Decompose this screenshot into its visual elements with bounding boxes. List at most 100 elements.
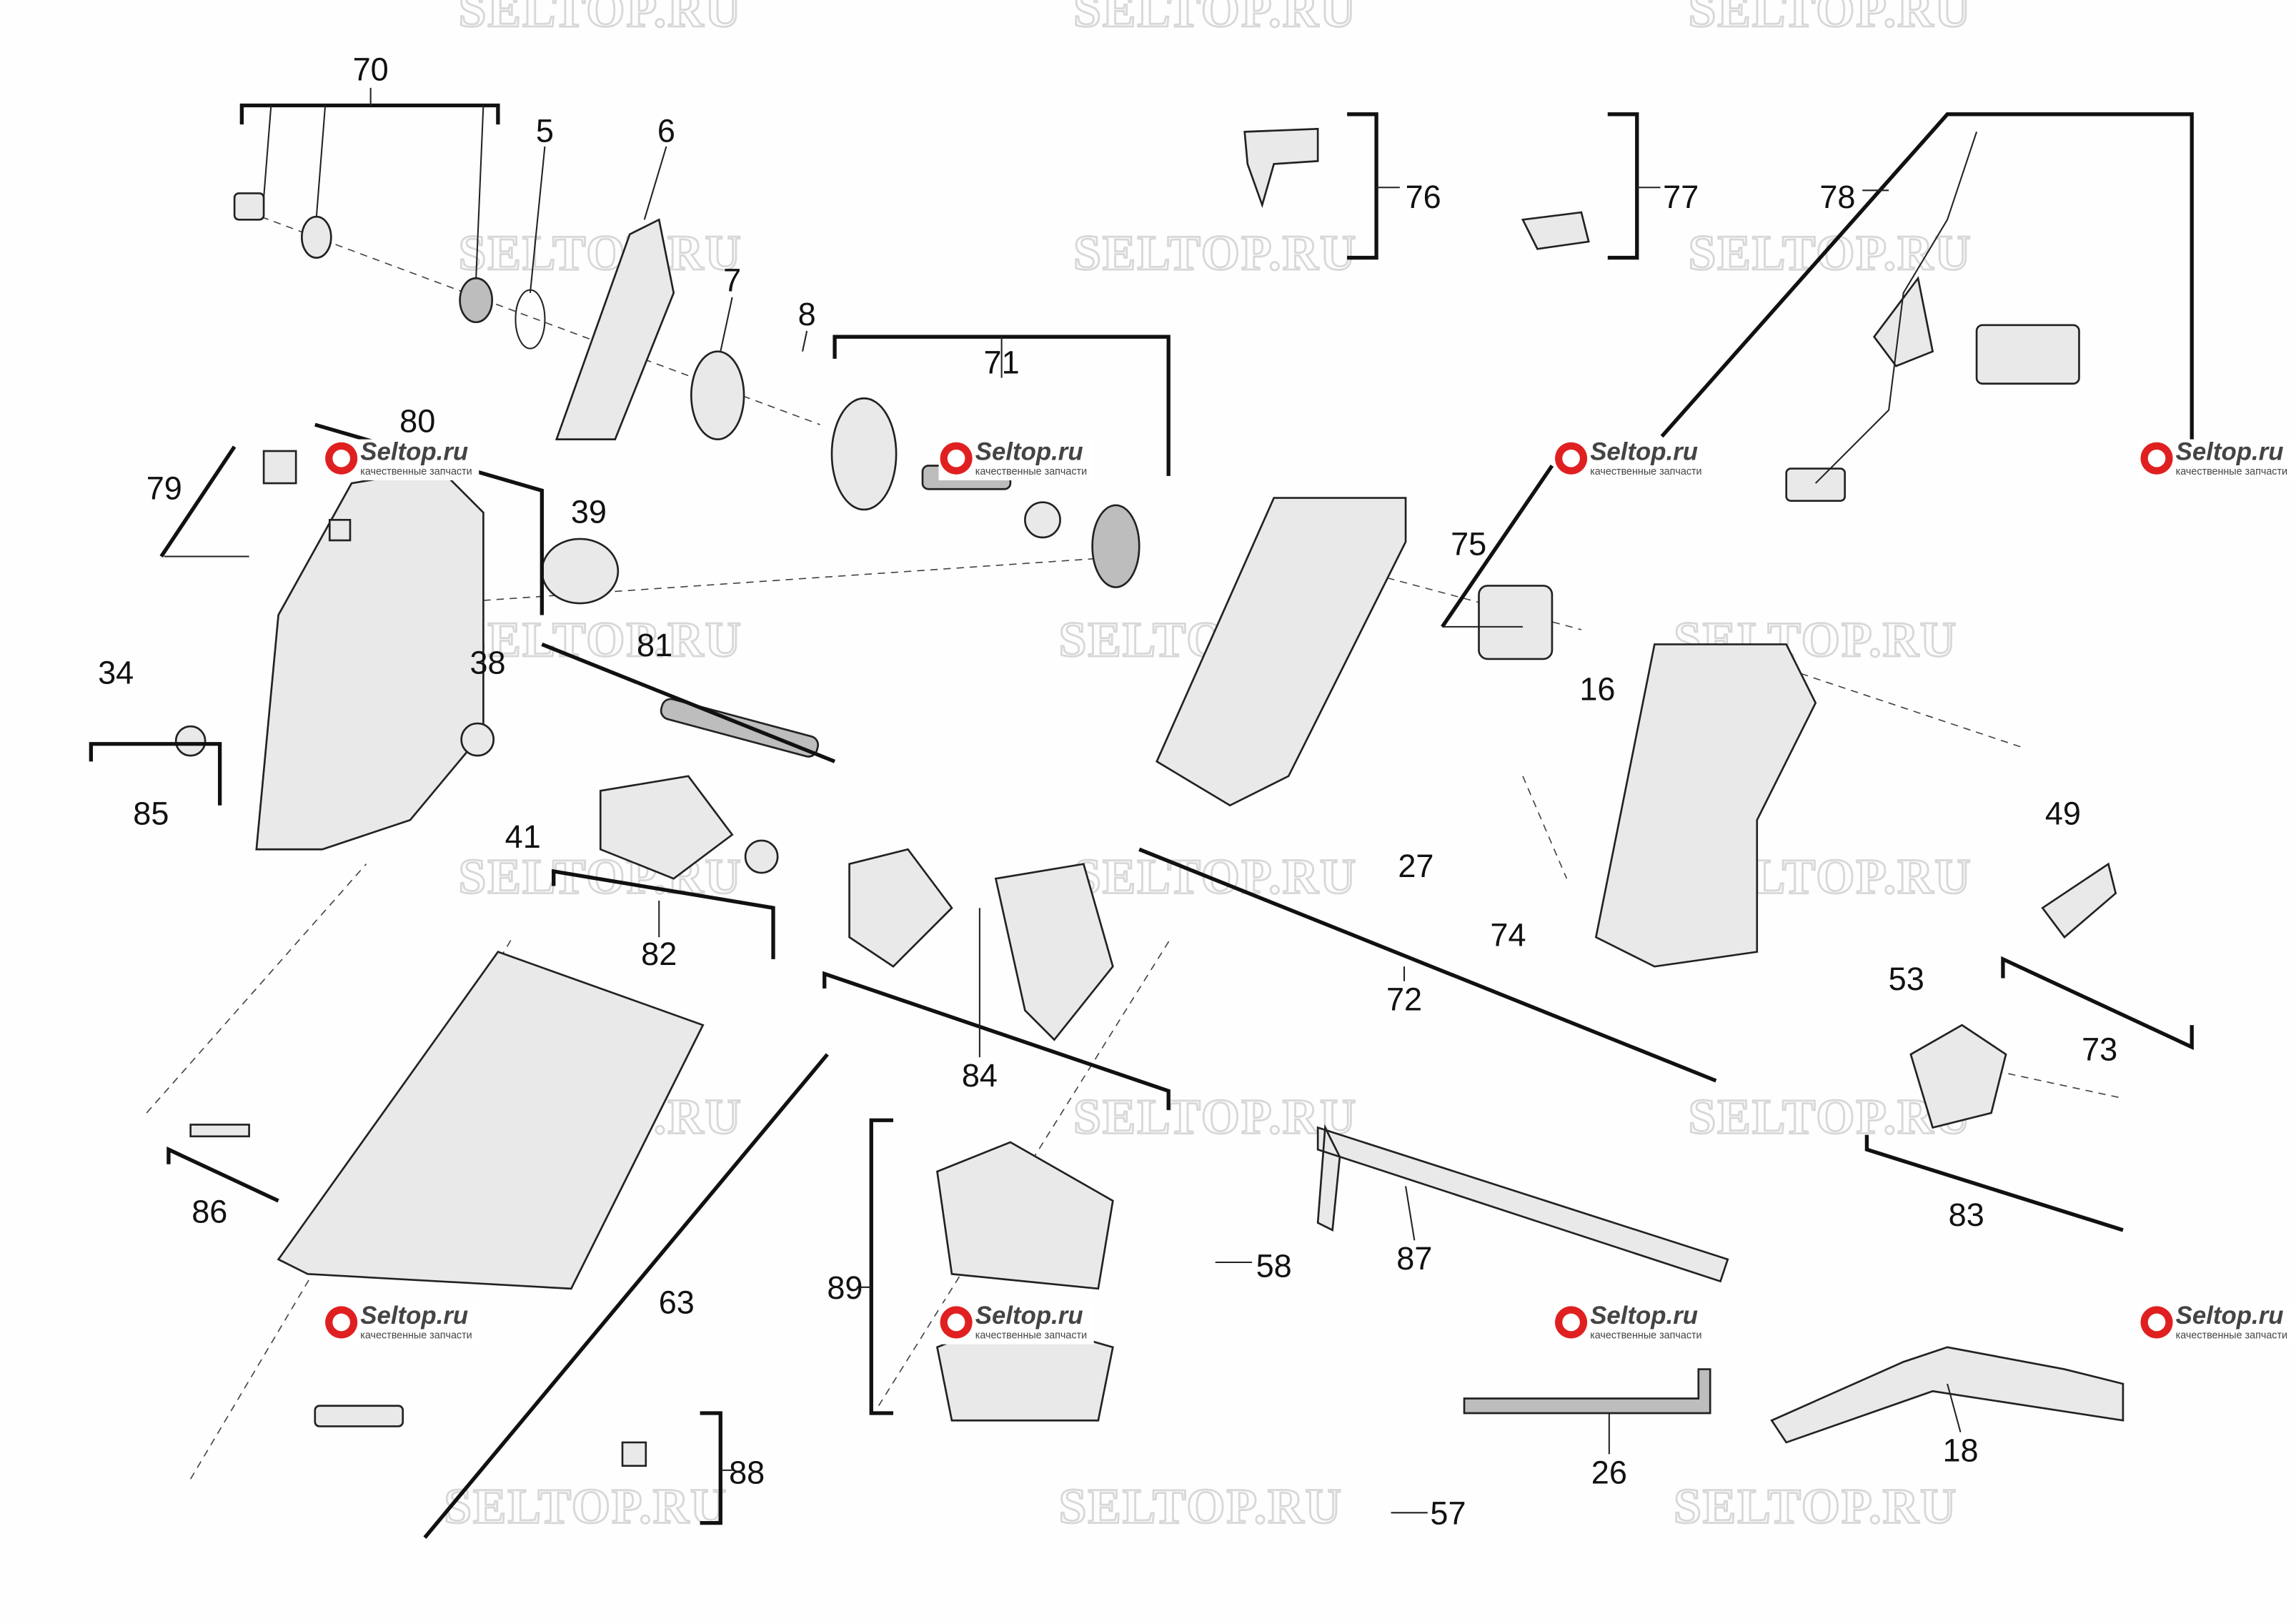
screw-part	[189, 1124, 250, 1138]
bevel-lever-part	[314, 1405, 404, 1427]
part-label-71: 71	[984, 344, 1020, 380]
gear-part	[1091, 504, 1140, 588]
blade-guard-part	[555, 218, 675, 440]
stator-part	[848, 848, 953, 968]
part-label-80: 80	[399, 402, 435, 439]
cover-part	[1909, 1024, 2007, 1129]
switch-assembly-part	[1478, 585, 1554, 660]
part-label-58: 58	[1256, 1247, 1292, 1284]
switch-part	[262, 450, 297, 485]
part-label-78: 78	[1819, 179, 1855, 215]
watermark: SELTOP.RU	[1059, 1480, 1343, 1535]
part-label-72: 72	[1386, 981, 1422, 1018]
parts	[174, 127, 2124, 1467]
parallel-guide-part	[1316, 1124, 1729, 1283]
part-label-75: 75	[1451, 525, 1486, 562]
part-label-89: 89	[827, 1269, 863, 1306]
part-label-88: 88	[729, 1454, 765, 1490]
watermark: SELTOP.RU	[1073, 1090, 1357, 1145]
bearing-part	[744, 839, 779, 874]
watermark: SELTOP.RU	[1689, 226, 1972, 281]
part-label-73: 73	[2082, 1031, 2117, 1067]
watermark: SELTOP.RU	[459, 0, 742, 38]
part-label-6: 6	[657, 113, 675, 149]
part-number-labels: 70 5 6 7 8 71 76 77 78 80 79 39 75 81 38…	[98, 51, 2117, 1532]
battery-terminal-part	[1975, 324, 2080, 385]
part-label-49: 49	[2045, 795, 2081, 831]
battery-housing-top-part	[936, 1141, 1114, 1290]
svg-text:качественные запчасти: качественные запчасти	[975, 1330, 1087, 1342]
part-label-41: 41	[505, 818, 541, 855]
motor-bracket-part	[994, 863, 1114, 1041]
svg-text:Seltop.ru: Seltop.ru	[2176, 1302, 2284, 1330]
part-label-16: 16	[1579, 670, 1615, 707]
part-label-8: 8	[798, 296, 816, 332]
part-label-18: 18	[1942, 1432, 1978, 1469]
part-label-74: 74	[1490, 916, 1526, 953]
watermark: SELTOP.RU	[1073, 226, 1357, 281]
part-label-57: 57	[1430, 1495, 1466, 1532]
part-label-86: 86	[192, 1194, 227, 1230]
part-label-85: 85	[133, 795, 169, 831]
watermark: SELTOP.RU	[459, 613, 742, 668]
part-label-7: 7	[723, 262, 741, 299]
part-label-39: 39	[571, 493, 607, 530]
part-label-76: 76	[1406, 179, 1441, 215]
svg-text:Seltop.ru: Seltop.ru	[2176, 437, 2284, 465]
part-label-26: 26	[1591, 1454, 1627, 1490]
part-label-63: 63	[659, 1284, 695, 1321]
svg-text:качественные запчасти: качественные запчасти	[2176, 1330, 2287, 1342]
o-ring-part	[515, 289, 546, 350]
watermark: SELTOP.RU	[1674, 1480, 1957, 1535]
watermark: SELTOP.RU	[1689, 0, 1972, 38]
svg-text:качественные запчасти: качественные запчасти	[1590, 1330, 1701, 1342]
part-label-79: 79	[146, 470, 182, 507]
assembly-lines	[146, 212, 2124, 1480]
wire-part	[1814, 132, 1978, 484]
gear-housing-cover-part	[255, 467, 484, 851]
bearing-part	[460, 722, 495, 757]
part-label-82: 82	[641, 936, 677, 972]
svg-text:Seltop.ru: Seltop.ru	[975, 437, 1083, 465]
housing-left-part	[1156, 497, 1407, 807]
armature-part	[599, 775, 734, 880]
base-plate-part	[277, 951, 705, 1290]
connector-part	[1785, 467, 1847, 502]
gear-housing-part	[830, 397, 898, 511]
watermark: SELTOP.RU	[459, 226, 742, 281]
knob-part	[621, 1441, 647, 1467]
watermark: SELTOP.RU	[444, 1480, 727, 1535]
hex-key-part	[1463, 1368, 1711, 1415]
shaft-part	[660, 698, 820, 758]
circuit-board-part	[1872, 276, 1934, 367]
part-label-77: 77	[1663, 179, 1699, 215]
housing-right-part	[1594, 643, 1817, 968]
svg-text:качественные запчасти: качественные запчасти	[360, 466, 472, 477]
cap-part	[541, 538, 620, 605]
svg-text:Seltop.ru: Seltop.ru	[1590, 1302, 1698, 1330]
watermark: SELTOP.RU	[1073, 0, 1357, 38]
part-label-38: 38	[469, 644, 505, 680]
flange-part	[459, 277, 494, 324]
bolt-part	[233, 192, 265, 221]
part-label-5: 5	[536, 113, 554, 149]
part-label-83: 83	[1949, 1197, 1984, 1233]
part-label-70: 70	[353, 51, 389, 88]
part-label-84: 84	[962, 1057, 998, 1094]
handle-lever-part	[2041, 862, 2117, 939]
svg-text:Seltop.ru: Seltop.ru	[360, 437, 468, 465]
part-label-53: 53	[1889, 961, 1924, 997]
svg-text:качественные запчасти: качественные запчасти	[975, 466, 1087, 477]
part-label-87: 87	[1396, 1240, 1432, 1277]
svg-text:Seltop.ru: Seltop.ru	[1590, 437, 1698, 465]
